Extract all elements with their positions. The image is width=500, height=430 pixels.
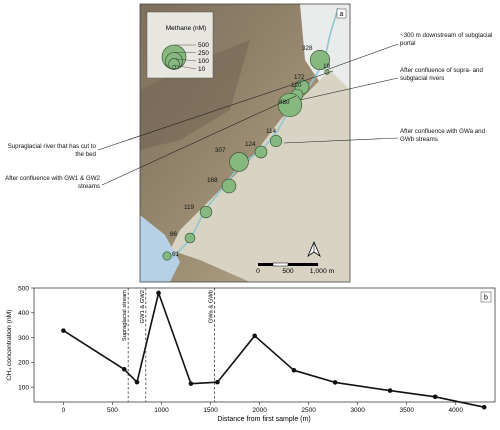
- ch4-data-point: [291, 367, 297, 373]
- x-tick-label: 2000: [252, 407, 267, 414]
- x-tick-label: 0: [62, 407, 66, 414]
- x-tick-label: 3500: [399, 407, 414, 414]
- map-callout-lines: [97, 43, 399, 186]
- callout-line-gwa-gwb: [283, 137, 399, 144]
- y-tick-label: 200: [18, 360, 29, 367]
- y-tick-label: 300: [18, 335, 29, 342]
- x-tick-label: 1500: [203, 407, 218, 414]
- map-sample-label: 172: [294, 74, 305, 81]
- map-sample-label: 168: [207, 177, 218, 184]
- ch4-data-point: [481, 404, 487, 410]
- reference-line-label: GW1 & GW2: [140, 290, 146, 324]
- scale-bar-segment-2: [272, 262, 289, 267]
- chart-axes: 100 200 300 400 500 0 500 1000 1500 2000 2500 3000 3…: [18, 285, 463, 414]
- ch4-data-point: [387, 388, 393, 393]
- scale-bar-segment-3: [288, 263, 318, 266]
- north-arrow-icon: [307, 240, 321, 258]
- y-tick-label: 100: [18, 384, 29, 391]
- map-frame: [139, 3, 351, 283]
- annotation-gw1-gw2: After confluence with GW1 & GW2 streams: [5, 175, 100, 190]
- chart-y-axis-label: CH₄ concentration (nM): [6, 309, 13, 380]
- scale-bar-tick-500: 500: [282, 268, 294, 275]
- map-panel-label: a: [340, 11, 344, 18]
- callout-line-supra-sub: [299, 77, 399, 101]
- ch4-series-line: [62, 292, 485, 408]
- map-sample-label: 114: [266, 128, 277, 135]
- reference-line-label: Supraglacial stream: [122, 290, 128, 341]
- map-sample-label: 480: [279, 99, 290, 106]
- x-tick-label: 2500: [301, 407, 316, 414]
- methane-legend: Methane (nM) 500 250 100 10: [146, 11, 214, 79]
- scale-bar-tick-1000: 1,000 m: [310, 268, 335, 275]
- callout-line-supraglacial-river: [97, 70, 334, 151]
- map-sample-label: 120: [291, 82, 302, 89]
- legend-title: Methane (nM): [166, 25, 206, 32]
- map-sample-point: [199, 205, 213, 219]
- map-panel: [140, 4, 350, 282]
- map-sample-point: [254, 145, 268, 159]
- map-sample-point: [184, 232, 196, 244]
- map-ridge-shade: [140, 40, 250, 150]
- ch4-data-point: [188, 381, 194, 386]
- ch4-data-point: [215, 379, 220, 385]
- ch4-data-point: [332, 380, 338, 385]
- x-tick-label: 500: [107, 407, 118, 414]
- reference-line-label: GWa & GWb: [208, 290, 214, 323]
- x-tick-label: 4000: [449, 407, 464, 414]
- y-tick-label: 500: [18, 285, 29, 292]
- map-sample-label: 328: [302, 45, 313, 52]
- scale-bar: 0 500 1,000 m: [256, 262, 335, 275]
- map-sample-point: [269, 134, 283, 148]
- legend-circle-10: [171, 64, 177, 70]
- callout-line-downstream: [325, 43, 399, 71]
- map-sample-point: [309, 49, 331, 71]
- map-sample-label: 124: [245, 141, 256, 148]
- chart-x-axis-label: Distance from first sample (m): [217, 416, 310, 423]
- legend-label-250: 250: [198, 50, 209, 57]
- x-tick-label: 3000: [350, 407, 365, 414]
- x-tick-label: 1000: [154, 407, 169, 414]
- map-sample-label: 61: [172, 251, 180, 258]
- map-valley-floor: [170, 70, 350, 282]
- annotation-supra-sub-confluence: After confluence of supra- and subglacia…: [400, 67, 483, 82]
- map-sample-point: [162, 251, 172, 261]
- ch4-data-point: [156, 290, 161, 296]
- map-sea: [140, 215, 180, 282]
- legend-leader-100: [173, 58, 197, 62]
- y-tick-label: 400: [18, 310, 29, 317]
- map-sample-label: 119: [184, 204, 195, 211]
- chart-panel-label-box: [480, 291, 492, 303]
- map-sample-point: [229, 152, 249, 172]
- legend-label-10: 10: [198, 66, 206, 73]
- scale-bar-tick-0: 0: [256, 268, 260, 275]
- ch4-data-point: [61, 328, 66, 333]
- legend-label-500: 500: [198, 42, 209, 49]
- map-sample-label: 19: [323, 63, 331, 70]
- chart-series: [61, 290, 487, 410]
- annotation-supraglacial-river: Supraglacial river that has cut to the b…: [7, 143, 96, 158]
- scale-bar-segment-1: [258, 263, 273, 266]
- ch4-data-point: [121, 366, 127, 372]
- ch4-data-point: [134, 379, 140, 385]
- map-sample-label: 86: [170, 231, 178, 238]
- map-sample-point: [221, 178, 237, 194]
- chart-panel-label: b: [484, 295, 488, 302]
- ch4-data-point: [432, 394, 438, 400]
- annotation-gwa-gwb: After confluence with GWa and GWb stream…: [400, 128, 486, 143]
- legend-label-100: 100: [198, 58, 209, 65]
- map-sample-label: 307: [215, 147, 226, 154]
- callout-line-gw1-gw2: [101, 95, 297, 186]
- annotation-downstream: ~300 m downstream of subglacial portal: [400, 32, 493, 47]
- legend-leader-10: [173, 65, 197, 70]
- ch4-data-point: [252, 333, 257, 339]
- map-panel-label-box: [336, 8, 347, 19]
- map-sample-point: [277, 92, 303, 118]
